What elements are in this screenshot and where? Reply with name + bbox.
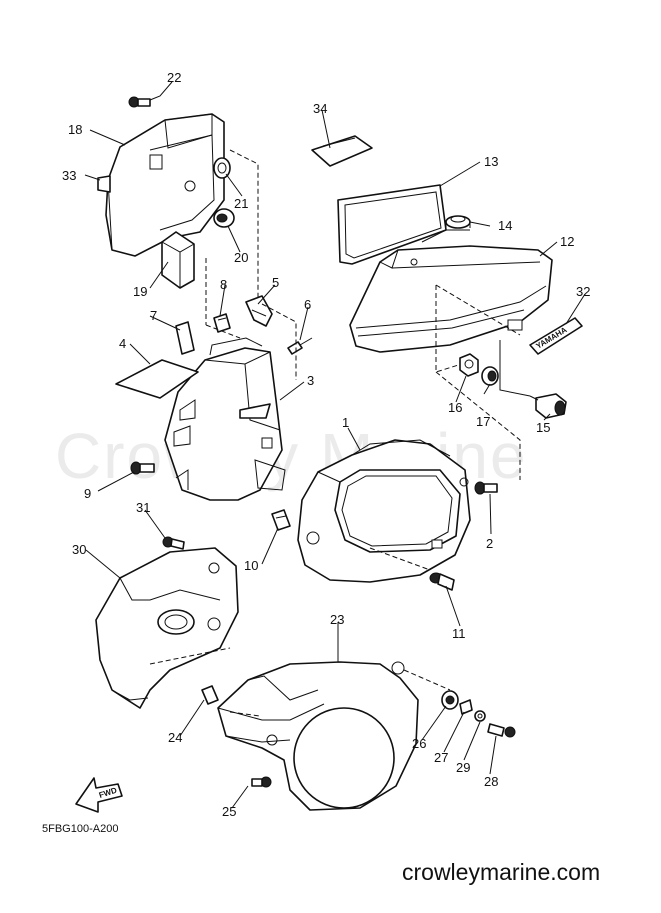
callout-3[interactable]: 3 [307,373,314,388]
decal-part-34[interactable] [311,135,373,167]
bolt-part-22[interactable] [128,96,151,108]
bolt-part-31[interactable] [162,536,185,550]
callout-5[interactable]: 5 [272,275,279,290]
clip-part-33[interactable] [97,175,111,193]
upper-cover-part-18[interactable] [105,113,225,257]
callout-30[interactable]: 30 [72,542,86,557]
nut-part-16[interactable] [459,353,479,377]
pad-part-7[interactable] [175,321,195,355]
pin-part-6[interactable] [287,337,313,355]
seal-pad-part-13[interactable] [337,184,447,265]
callout-28[interactable]: 28 [484,774,498,789]
lock-part-15[interactable] [529,393,567,419]
bolt-part-25[interactable] [251,776,272,788]
callout-32[interactable]: 32 [576,284,590,299]
bolt-part-2[interactable] [474,481,498,495]
callout-34[interactable]: 34 [313,101,327,116]
callouts: 22 18 33 21 20 19 8 5 6 7 4 3 9 31 10 30… [62,70,590,819]
leader-lines [84,81,586,809]
grommet-part-14[interactable] [421,215,471,243]
callout-17[interactable]: 17 [476,414,490,429]
plate-part-4[interactable] [115,359,199,399]
callout-12[interactable]: 12 [560,234,574,249]
bolt-part-9[interactable] [130,461,155,475]
bolt-part-11[interactable] [429,572,455,591]
clamp-part-5[interactable] [245,295,273,327]
grommet-part-26[interactable] [441,690,459,710]
callout-14[interactable]: 14 [498,218,512,233]
callout-8[interactable]: 8 [220,277,227,292]
clip-part-8[interactable] [213,313,231,333]
grommet-part-20[interactable] [213,208,235,228]
callout-6[interactable]: 6 [304,297,311,312]
flywheel-cover-part-30[interactable] [95,547,239,709]
callout-22[interactable]: 22 [167,70,181,85]
callout-20[interactable]: 20 [234,250,248,265]
callout-18[interactable]: 18 [68,122,82,137]
site-footer[interactable]: crowleymarine.com [402,859,600,885]
callout-31[interactable]: 31 [136,500,150,515]
callout-16[interactable]: 16 [448,400,462,415]
callout-15[interactable]: 15 [536,420,550,435]
grommet-part-21[interactable] [213,157,231,179]
bracket-part-3[interactable] [164,337,286,501]
pad-part-19[interactable] [161,231,195,289]
yamaha-decal-part-32[interactable]: YAMAHA [529,317,583,355]
callout-26[interactable]: 26 [412,736,426,751]
fwd-arrow: FWD [75,777,123,813]
callout-13[interactable]: 13 [484,154,498,169]
bolt-part-28[interactable] [487,723,516,738]
side-cover-part-12[interactable] [349,245,553,353]
callout-21[interactable]: 21 [234,196,248,211]
diagram-code: 5FBG100-A200 [42,823,118,835]
callout-25[interactable]: 25 [222,804,236,819]
callout-10[interactable]: 10 [244,558,258,573]
callout-29[interactable]: 29 [456,760,470,775]
callout-9[interactable]: 9 [84,486,91,501]
callout-4[interactable]: 4 [119,336,126,351]
lower-cover-part-23[interactable] [217,661,419,811]
washer-part-29[interactable] [474,710,486,722]
clip-part-10[interactable] [271,509,291,531]
callout-33[interactable]: 33 [62,168,76,183]
callout-1[interactable]: 1 [342,415,349,430]
silencer-part-1[interactable] [297,439,471,583]
callout-23[interactable]: 23 [330,612,344,627]
clip-part-24[interactable] [201,685,219,705]
grommet-part-17[interactable] [481,366,499,386]
collar-part-27[interactable] [459,699,473,715]
callout-19[interactable]: 19 [133,284,147,299]
callout-27[interactable]: 27 [434,750,448,765]
callout-7[interactable]: 7 [150,308,157,323]
callout-11[interactable]: 11 [452,626,466,641]
callout-2[interactable]: 2 [486,536,493,551]
callout-24[interactable]: 24 [168,730,182,745]
